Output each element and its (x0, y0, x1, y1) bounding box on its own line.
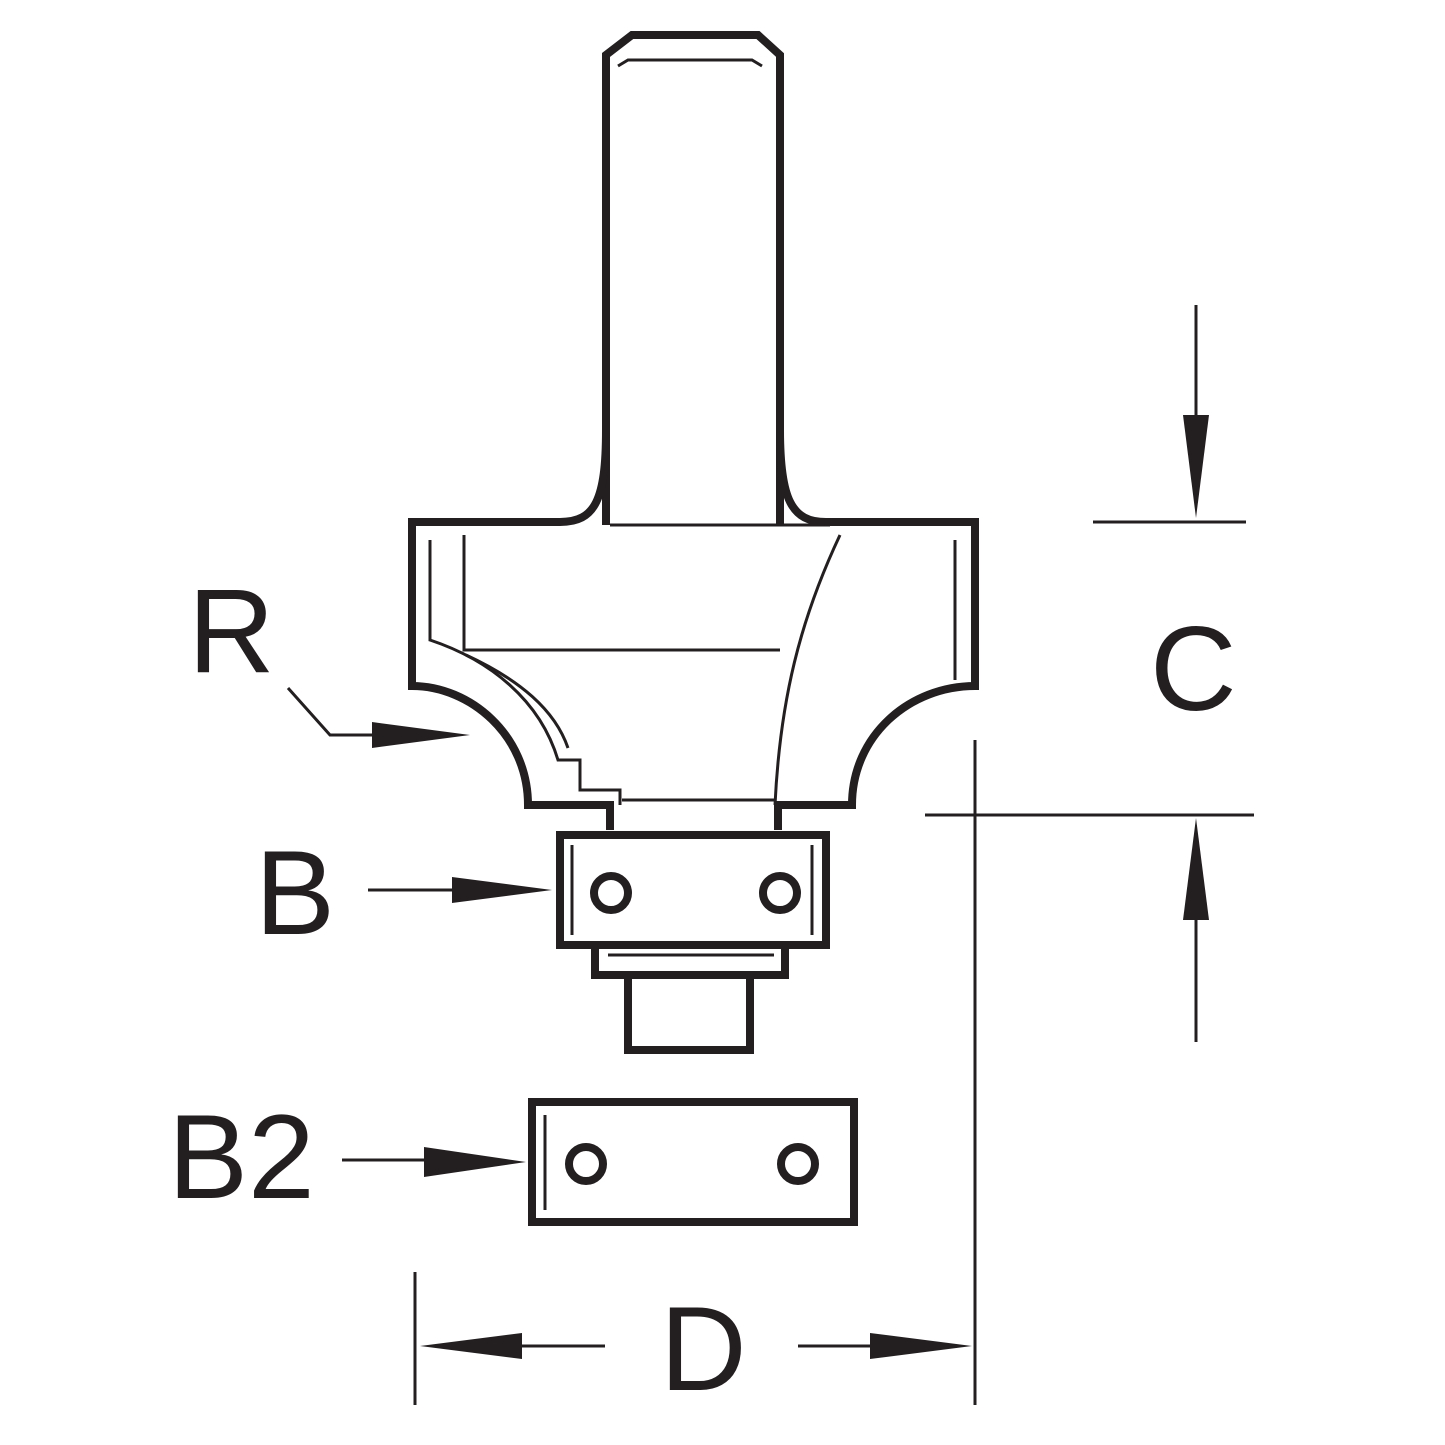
label-r: R (188, 564, 275, 698)
leader-r (286, 687, 470, 748)
cutter-body (408, 429, 979, 830)
dimension-d (413, 740, 977, 1405)
leader-b (368, 877, 552, 903)
label-b: B (255, 826, 335, 960)
bearing-hole-left (590, 872, 632, 914)
bearing-hole-right (759, 872, 801, 914)
label-d: D (660, 1282, 747, 1416)
bearing-b (556, 831, 830, 1054)
leader-b2 (342, 1147, 526, 1177)
shank (602, 31, 784, 525)
label-c: C (1150, 602, 1237, 736)
dimension-c (925, 305, 1254, 1042)
b2-hole-left (565, 1143, 607, 1185)
label-b2: B2 (168, 1090, 315, 1224)
bearing-b2 (528, 1098, 858, 1226)
b2-hole-right (777, 1143, 819, 1185)
